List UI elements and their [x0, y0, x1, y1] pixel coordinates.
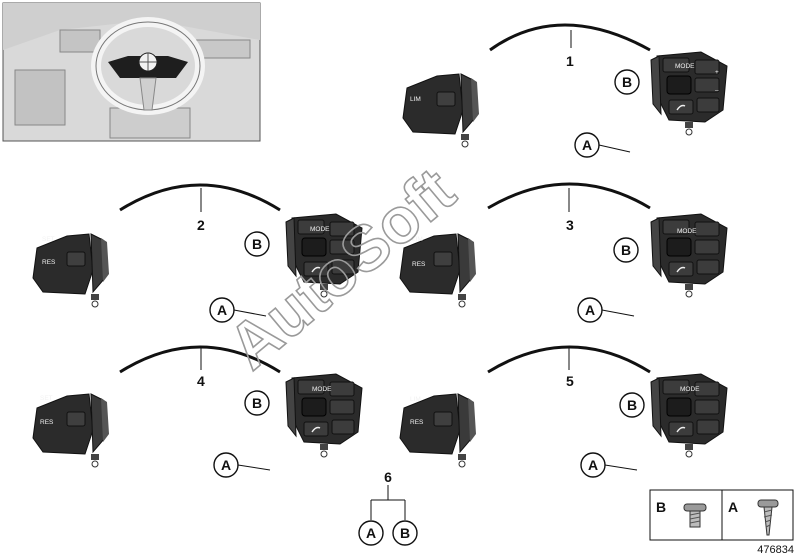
interior-inset — [2, 2, 261, 142]
callout-b-4: B — [252, 395, 262, 411]
lim-button-label: LIM — [410, 96, 421, 103]
lim-button-label-3: LIM — [412, 236, 423, 243]
callout-b-2: B — [252, 236, 262, 252]
mode-button-label-2: MODE — [310, 226, 330, 233]
res-button-label-5: RES — [410, 419, 424, 426]
mode-button-label-3: MODE — [677, 228, 697, 235]
callout-b-1: B — [622, 74, 632, 90]
lim-button-label-5: LIM — [410, 396, 421, 403]
mode-button-label-4: MODE — [312, 386, 332, 393]
callout-a-2: A — [217, 302, 227, 318]
mode-button-label: MODE — [675, 63, 695, 70]
item-number-2: 2 — [197, 217, 205, 233]
steering-wheel-icon — [91, 17, 205, 115]
callout-b-6: B — [400, 525, 410, 541]
module-1 — [402, 23, 728, 148]
res-button-label: RES — [42, 259, 56, 266]
set-button-label: SET — [42, 236, 55, 243]
callout-a-1: A — [582, 137, 592, 153]
item-number-6: 6 — [384, 469, 392, 485]
callout-a-4: A — [221, 457, 231, 473]
callout-a-3: A — [585, 302, 595, 318]
module-5 — [399, 345, 728, 468]
legend-b-label: B — [656, 499, 666, 515]
plus-button-label: + — [715, 69, 719, 76]
callout-b-5: B — [627, 397, 637, 413]
screw-a-icon — [757, 499, 779, 536]
module-2 — [32, 183, 363, 308]
minus-button-label: – — [715, 87, 719, 94]
callouts — [209, 69, 645, 546]
res-button-label-3: RES — [412, 261, 426, 268]
module-4 — [32, 345, 363, 468]
item-number-1: 1 — [566, 53, 574, 69]
callout-b-3: B — [621, 242, 631, 258]
module-3 — [399, 182, 728, 308]
legend-a-label: A — [728, 499, 738, 515]
screw-legend — [649, 489, 794, 541]
mode-button-label-5: MODE — [680, 386, 700, 393]
callout-a-6: A — [366, 525, 376, 541]
res-button-label-4: RES — [40, 419, 54, 426]
callout-a-5: A — [588, 457, 598, 473]
item-number-4: 4 — [197, 373, 205, 389]
item-number-5: 5 — [566, 373, 574, 389]
set-button-label-4: SET — [40, 395, 53, 402]
part-number: 476834 — [757, 544, 794, 556]
screw-b-icon — [683, 503, 707, 528]
item-number-3: 3 — [566, 217, 574, 233]
